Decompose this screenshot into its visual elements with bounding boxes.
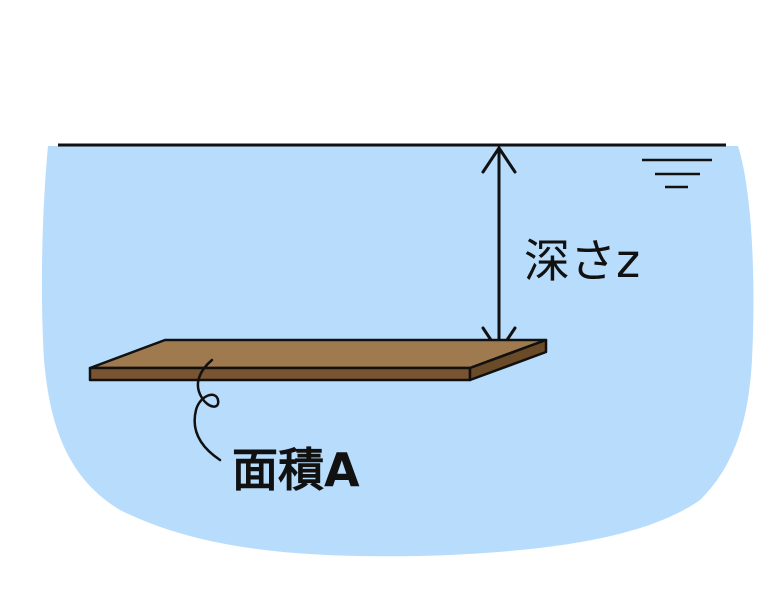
area-label: 面積A	[232, 443, 360, 497]
plate-top-face	[88, 338, 548, 370]
plate-front-face	[88, 366, 472, 382]
water-surface-icon	[642, 158, 712, 189]
plate	[88, 338, 548, 382]
plate-side-face	[468, 338, 548, 382]
area-leader-line	[193, 358, 222, 462]
depth-label: 深さz	[524, 234, 641, 288]
